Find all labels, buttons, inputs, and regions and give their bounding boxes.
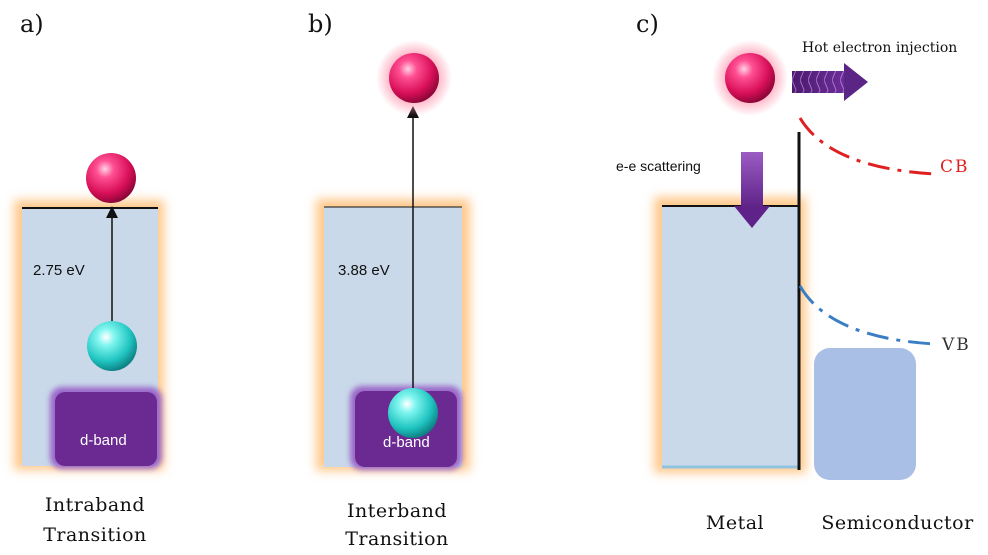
panel-b-label: b) xyxy=(308,10,333,38)
scattering-arrow xyxy=(734,152,770,228)
caption-b-line2: Transition xyxy=(345,528,449,550)
panel-a xyxy=(14,153,164,470)
caption-a-line2: Transition xyxy=(43,524,147,546)
d-band-label-a: d-band xyxy=(80,432,127,449)
semiconductor-label: Semiconductor xyxy=(821,512,974,534)
panel-c xyxy=(654,40,936,480)
scattering-label: e-e scattering xyxy=(616,158,701,174)
hot-electron-ball xyxy=(389,53,439,103)
vb-curve xyxy=(798,285,936,346)
metal-box xyxy=(662,206,798,468)
semiconductor-block xyxy=(814,348,916,480)
hot-electron-ball xyxy=(725,53,775,103)
hot-electron-ball xyxy=(86,153,136,203)
vb-label: VB xyxy=(942,335,971,355)
electron-ball xyxy=(87,321,137,371)
cb-curve xyxy=(798,117,936,176)
panel-c-label: c) xyxy=(636,10,659,38)
caption-a-line1: Intraband xyxy=(44,494,146,516)
electron-ball xyxy=(388,388,438,438)
energy-label-b: 3.88 eV xyxy=(338,262,390,279)
cb-label: CB xyxy=(940,157,970,177)
panel-b xyxy=(316,40,470,471)
caption-b-line1: Interband xyxy=(346,500,448,522)
panel-a-label: a) xyxy=(20,10,44,38)
d-band-label-b: d-band xyxy=(383,434,430,451)
injection-label: Hot electron injection xyxy=(802,40,958,56)
metal-label: Metal xyxy=(705,512,765,534)
injection-arrow xyxy=(792,63,868,101)
d-band-block xyxy=(55,392,157,466)
energy-label-a: 2.75 eV xyxy=(33,262,85,279)
